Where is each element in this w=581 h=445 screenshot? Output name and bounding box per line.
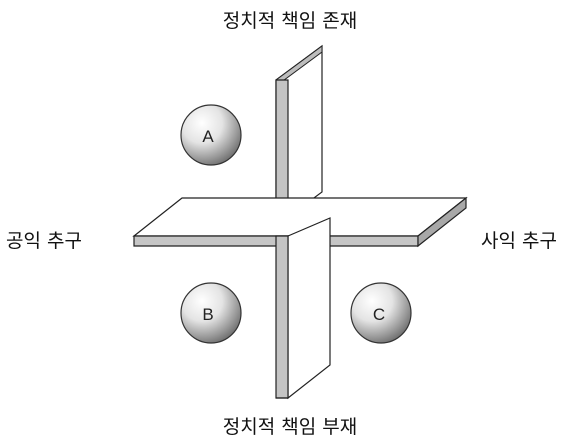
quadrant-b-label: B [202,305,213,324]
quadrant-b-sphere: B [180,282,242,344]
quadrant-c-sphere: C [350,282,412,344]
vertical-plane-upper [275,44,323,237]
quadrant-a-label: A [202,127,214,146]
vertical-plane-lower [275,217,331,400]
axis-label-left: 공익 추구 [6,230,82,252]
quadrant-a-sphere: A [180,104,242,166]
axis-label-right: 사익 추구 [481,230,557,252]
axis-label-bottom: 정치적 책임 부재 [223,416,357,438]
quadrant-c-label: C [373,305,385,324]
axis-label-top: 정치적 책임 존재 [223,10,357,32]
